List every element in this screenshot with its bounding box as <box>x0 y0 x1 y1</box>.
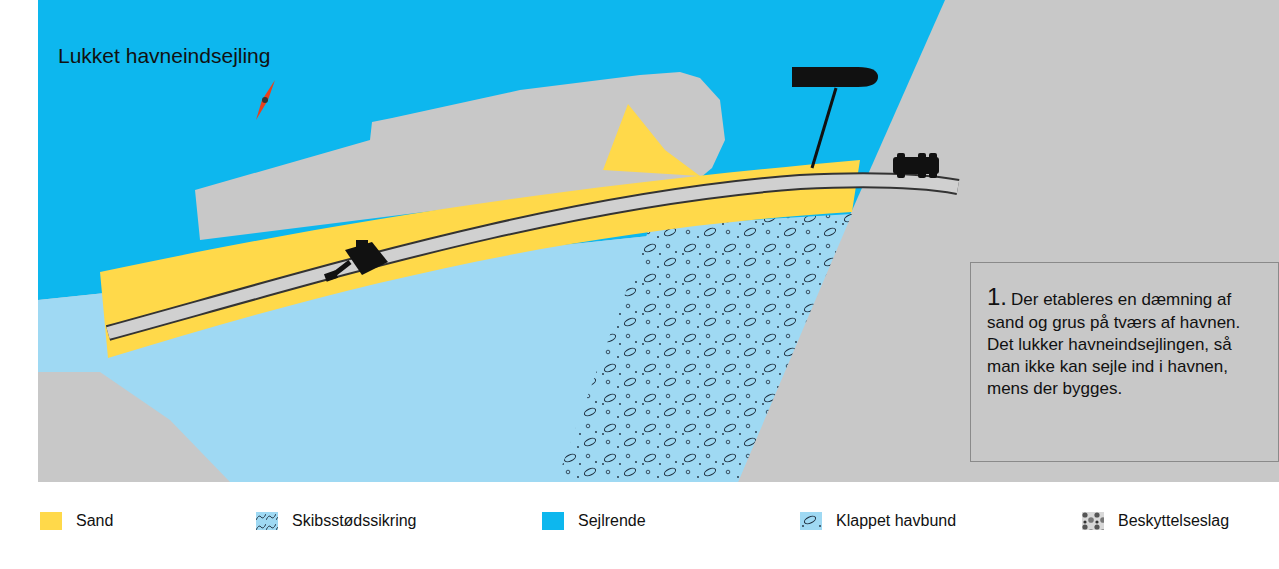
note-text: Der etableres en dæmning af sand og grus… <box>987 290 1240 398</box>
dumped-seabed <box>556 214 852 482</box>
legend-item: Klappet havbund <box>800 512 956 530</box>
area-label: Lukket havneindsejling <box>58 44 270 68</box>
legend-sample <box>800 512 822 530</box>
legend-item: Sand <box>40 512 113 530</box>
excavator <box>324 240 388 282</box>
road-edge <box>108 180 958 333</box>
road <box>108 180 958 333</box>
sand-heap <box>603 104 700 176</box>
ship <box>792 67 878 168</box>
land <box>38 0 1279 482</box>
legend-text: Beskyttelseslag <box>1118 512 1229 530</box>
legend-item: Skibsstødssikring <box>256 512 416 530</box>
legend-text: Klappet havbund <box>836 512 956 530</box>
note-box: 1.Der etableres en dæmning af sand og gr… <box>970 262 1279 462</box>
legend-sample <box>1082 512 1104 530</box>
truck <box>893 153 939 178</box>
legend-text: Sejlrende <box>578 512 646 530</box>
legend-item: Sejlrende <box>542 512 646 530</box>
legend-swatch <box>40 512 62 530</box>
legend-swatch <box>542 512 564 530</box>
legend-text: Sand <box>76 512 113 530</box>
legend-sample <box>256 512 278 530</box>
callout-number: 1. <box>987 283 1007 310</box>
legend-text: Skibsstødssikring <box>292 512 416 530</box>
legend-item: Beskyttelseslag <box>1082 512 1229 530</box>
compass-needle <box>256 80 275 120</box>
